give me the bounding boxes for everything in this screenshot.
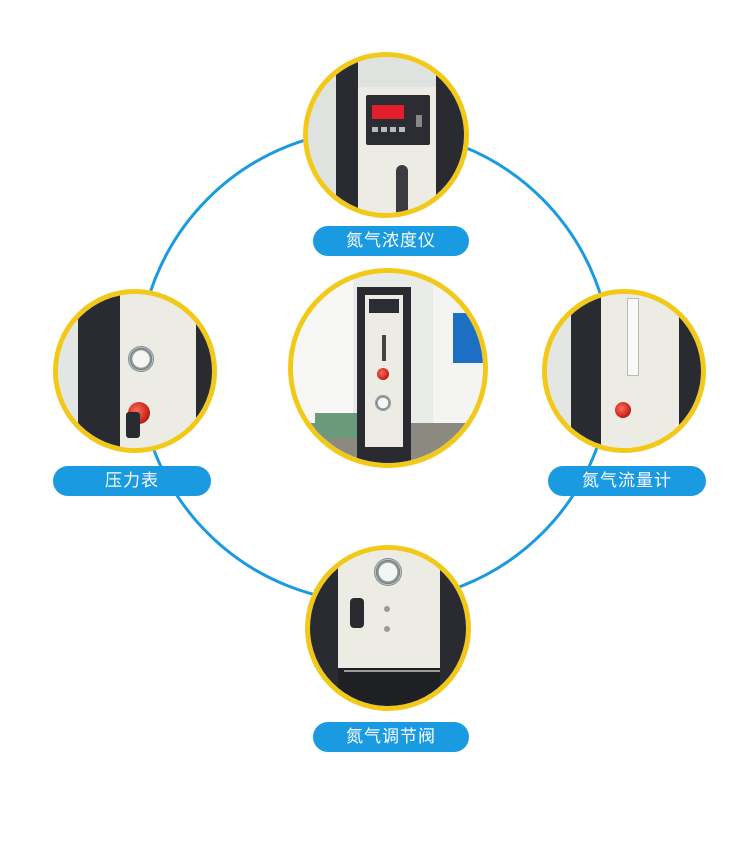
label-nitrogen-analyzer: 氮气浓度仪 — [313, 226, 469, 256]
photo-regulating-valve — [305, 545, 471, 711]
photo-flow-meter — [542, 289, 706, 453]
photo-pressure-gauge — [53, 289, 217, 453]
photo-nitrogen-generator — [288, 268, 488, 468]
label-regulating-valve: 氮气调节阀 — [313, 722, 469, 752]
photo-nitrogen-analyzer — [303, 52, 469, 218]
label-flow-meter: 氮气流量计 — [548, 466, 706, 496]
label-pressure-gauge: 压力表 — [53, 466, 211, 496]
